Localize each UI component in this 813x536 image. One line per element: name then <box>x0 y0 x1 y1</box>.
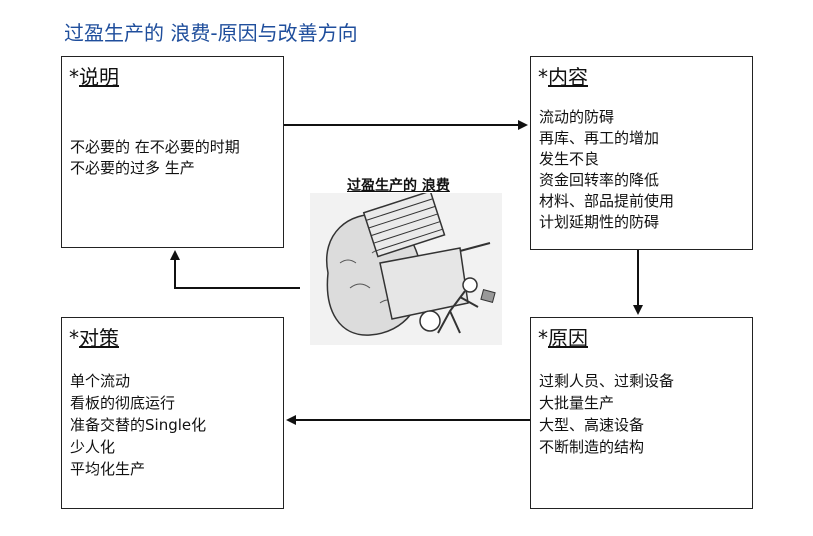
content-line: 流动的防碍 <box>539 108 615 126</box>
cause-heading-text: 原因 <box>548 326 588 350</box>
content-line: 计划延期性的防碍 <box>539 213 660 231</box>
illustration-caption: 过盈生产的 浪费 <box>347 178 450 194</box>
content-line: 资金回转率的降低 <box>539 171 660 189</box>
stacked-boxes <box>362 193 446 258</box>
countermeasure-line: 平均化生产 <box>70 460 146 478</box>
cause-star: * <box>538 326 548 350</box>
countermeasure-star: * <box>69 326 79 350</box>
cart-body <box>379 247 469 320</box>
cart-wheel <box>419 310 441 332</box>
content-heading: *内容 <box>538 61 588 90</box>
countermeasure-line: 少人化 <box>70 438 116 456</box>
flying-item <box>480 289 496 303</box>
cart-handle <box>459 242 491 252</box>
cause-line: 大批量生产 <box>539 394 615 412</box>
countermeasure-line: 看板的彻底运行 <box>70 394 176 412</box>
arrow-illustration-to-explanation <box>170 250 300 289</box>
content-line: 再库、再工的增加 <box>539 129 660 147</box>
explanation-line: 不必要的过多 生产 <box>70 159 195 177</box>
explanation-heading-text: 说明 <box>79 65 119 89</box>
cause-heading: *原因 <box>538 322 588 351</box>
overproduction-illustration <box>310 193 502 345</box>
content-heading-text: 内容 <box>548 65 588 89</box>
content-box: *内容 流动的防碍 再库、再工的增加 发生不良 资金回转率的降低 材料、部品提前… <box>530 56 753 250</box>
cause-line: 大型、高速设备 <box>539 416 645 434</box>
explanation-box: *说明 不必要的 在不必要的时期 不必要的过多 生产 <box>61 56 284 248</box>
cause-box: *原因 过剩人员、过剩设备 大批量生产 大型、高速设备 不断制造的结构 <box>530 317 753 509</box>
cause-line: 不断制造的结构 <box>539 438 645 456</box>
explanation-lines: 不必要的 在不必要的时期 不必要的过多 生产 <box>70 137 240 179</box>
countermeasure-line: 准备交替的Single化 <box>70 416 207 434</box>
cause-lines: 过剩人员、过剩设备 大批量生产 大型、高速设备 不断制造的结构 <box>539 370 674 458</box>
countermeasure-line: 单个流动 <box>70 372 131 390</box>
explanation-heading: *说明 <box>69 61 119 90</box>
content-line: 材料、部品提前使用 <box>539 192 675 210</box>
countermeasure-box: *对策 单个流动 看板的彻底运行 准备交替的Single化 少人化 平均化生产 <box>61 317 284 509</box>
explanation-star: * <box>69 65 79 89</box>
countermeasure-heading-text: 对策 <box>79 326 119 350</box>
sack-texture <box>339 250 397 304</box>
countermeasure-heading: *对策 <box>69 322 119 351</box>
content-lines: 流动的防碍 再库、再工的增加 发生不良 资金回转率的降低 材料、部品提前使用 计… <box>539 107 674 233</box>
countermeasure-lines: 单个流动 看板的彻底运行 准备交替的Single化 少人化 平均化生产 <box>70 370 206 480</box>
explanation-line: 不必要的 在不必要的时期 <box>70 138 240 156</box>
fallen-worker <box>437 277 479 334</box>
page-title: 过盈生产的 浪费-原因与改善方向 <box>64 21 358 45</box>
cause-line: 过剩人员、过剩设备 <box>539 372 675 390</box>
content-star: * <box>538 65 548 89</box>
content-line: 发生不良 <box>539 150 600 168</box>
